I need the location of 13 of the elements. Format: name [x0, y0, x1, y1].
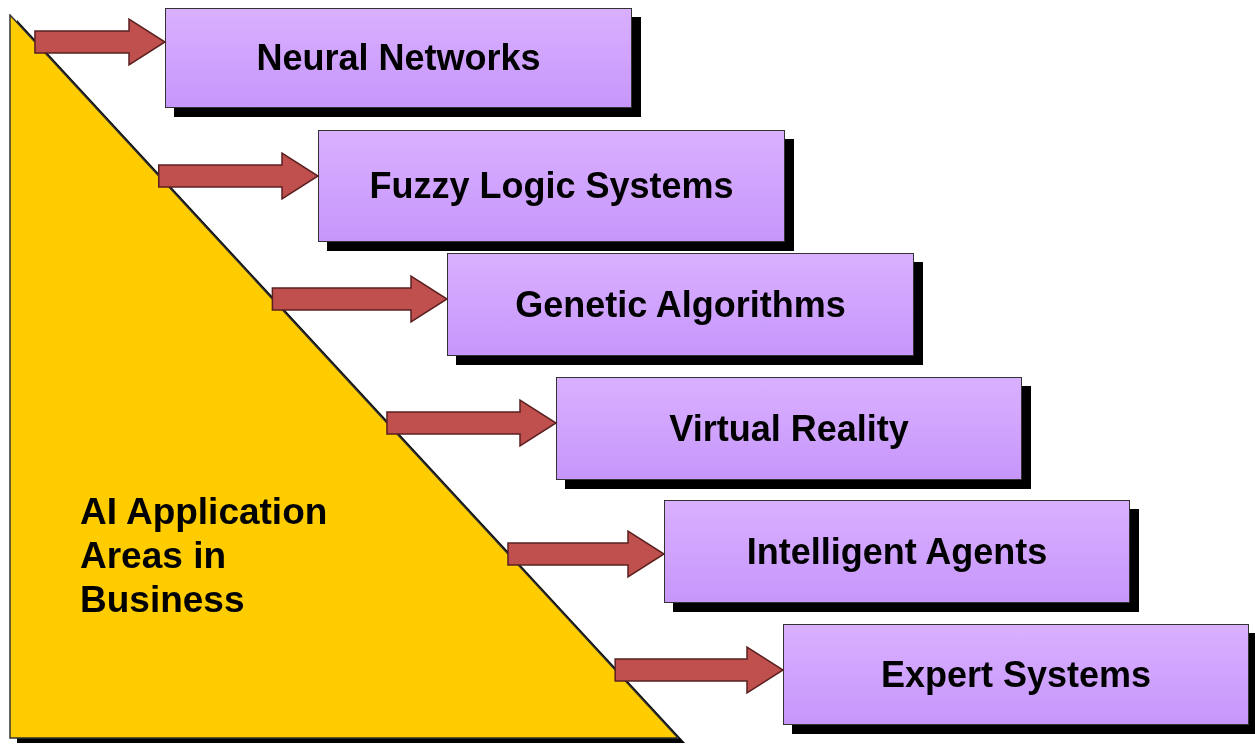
heading-label: AI Application Areas in Business: [80, 490, 329, 622]
block-arrow: [386, 398, 558, 448]
block-arrow: [34, 17, 167, 67]
box-label: Intelligent Agents: [746, 530, 1048, 573]
block-arrow: [158, 151, 320, 201]
box-label: Expert Systems: [880, 653, 1152, 696]
block-arrow: [614, 645, 785, 695]
block-arrow: [271, 274, 449, 324]
box-label: Fuzzy Logic Systems: [369, 165, 734, 207]
block-arrow: [507, 529, 666, 579]
box-label: Neural Networks: [256, 37, 541, 79]
box-label: Genetic Algorithms: [515, 283, 846, 326]
box-label: Virtual Reality: [669, 407, 909, 450]
